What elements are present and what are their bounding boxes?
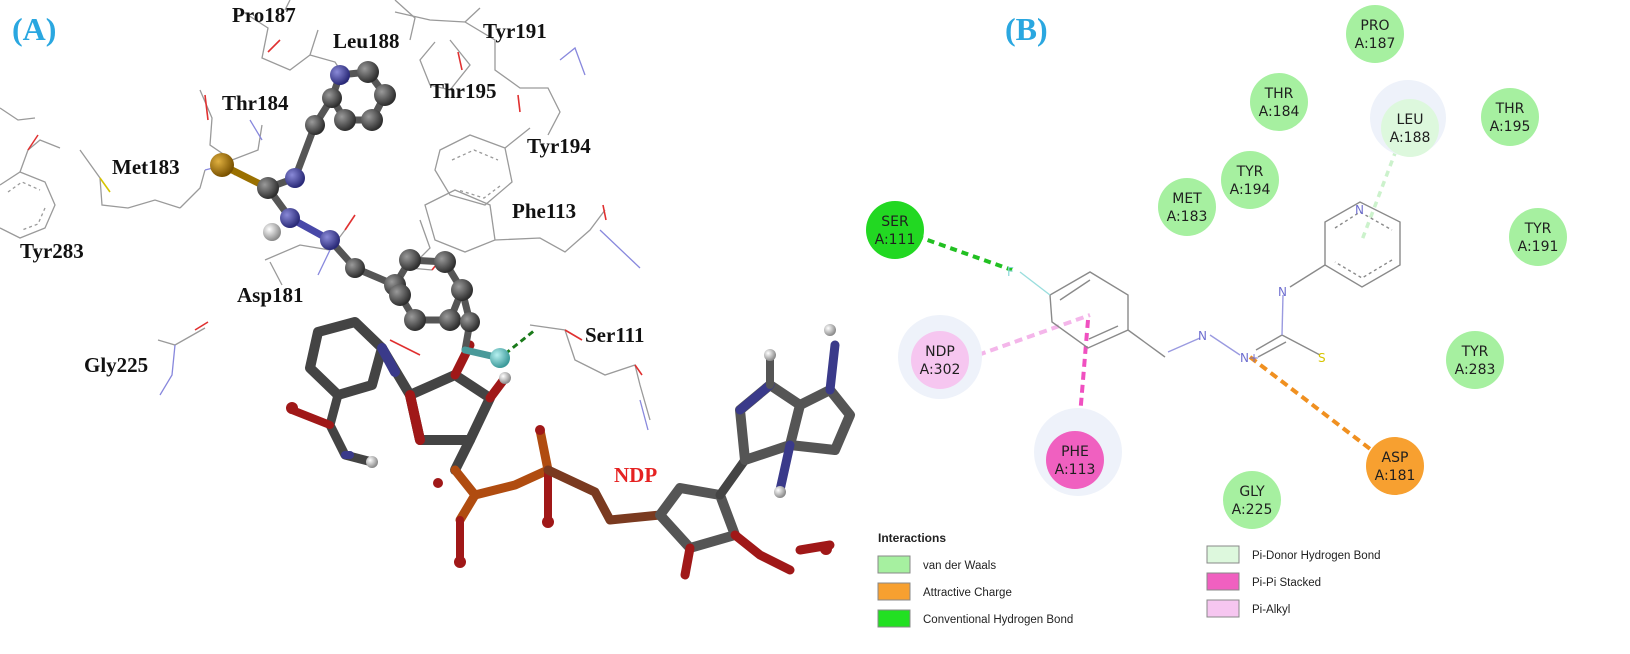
label-leu188: Leu188 xyxy=(333,29,400,53)
res-name-gly225: GLY xyxy=(1239,484,1265,500)
legend-title: Interactions xyxy=(878,531,946,545)
residue-disc-thr195: THR A:195 xyxy=(1481,88,1539,146)
legend-item-pi-donor-hbond: Pi-Donor Hydrogen Bond xyxy=(1206,545,1381,564)
label-met183: Met183 xyxy=(112,155,180,179)
res-id-tyr191: A:191 xyxy=(1518,239,1559,255)
label-ser111: Ser111 xyxy=(585,323,645,347)
residue-disc-tyr191: TYR A:191 xyxy=(1509,208,1567,266)
legend-swatch xyxy=(1206,599,1240,618)
panel-a-letter: (A) xyxy=(12,11,56,47)
legend-label: Pi-Pi Stacked xyxy=(1252,577,1321,589)
res-id-ndp302: A:302 xyxy=(920,362,961,378)
residue-disc-phe113: PHE A:113 xyxy=(1046,431,1104,489)
res-name-asp181: ASP xyxy=(1382,450,1409,466)
atom-nitrogen-pyridine: N xyxy=(1355,203,1364,217)
res-name-tyr191: TYR xyxy=(1524,221,1552,237)
label-thr195: Thr195 xyxy=(430,79,497,103)
residue-disc-thr184: THR A:184 xyxy=(1250,73,1308,131)
ligand-atoms xyxy=(210,61,510,368)
res-name-ndp302: NDP xyxy=(925,344,955,360)
res-id-tyr194: A:194 xyxy=(1230,182,1271,198)
ndp-oxygens xyxy=(286,402,832,568)
atom-fluorine: F xyxy=(1007,265,1014,279)
legend-swatch xyxy=(1206,572,1240,591)
res-id-asp181: A:181 xyxy=(1375,468,1416,484)
label-gly225: Gly225 xyxy=(84,353,148,377)
res-name-tyr283: TYR xyxy=(1461,344,1489,360)
legend-item-attractive-charge: Attractive Charge xyxy=(877,582,1012,601)
panel-b: (B) F N xyxy=(866,5,1567,628)
res-id-gly225: A:225 xyxy=(1232,502,1273,518)
legend-item-pi-alkyl: Pi-Alkyl xyxy=(1206,599,1290,618)
label-ndp: NDP xyxy=(614,463,657,487)
atom-nitrogen-2: N xyxy=(1278,285,1287,299)
res-id-thr184: A:184 xyxy=(1259,104,1300,120)
residue-disc-ser111: SER A:111 xyxy=(866,201,924,259)
panel-b-letter: (B) xyxy=(1005,11,1048,47)
res-name-met183: MET xyxy=(1172,191,1202,207)
label-thr184: Thr184 xyxy=(222,91,289,115)
line-ser111-hbond xyxy=(904,230,1013,272)
res-name-pro187: PRO xyxy=(1360,18,1389,34)
line-ndp302-pialkyl xyxy=(977,313,1091,357)
interaction-lines xyxy=(904,139,1402,457)
res-name-thr184: THR xyxy=(1264,86,1294,102)
legend-label: Attractive Charge xyxy=(923,587,1012,599)
label-tyr283: Tyr283 xyxy=(20,239,84,263)
line-leu188-pidonor xyxy=(1360,139,1402,241)
residue-disc-leu188: LEU A:188 xyxy=(1381,99,1439,157)
res-name-ser111: SER xyxy=(881,214,909,230)
line-asp181-charge xyxy=(1248,355,1380,457)
residue-disc-pro187: PRO A:187 xyxy=(1346,5,1404,63)
res-id-ser111: A:111 xyxy=(875,232,916,248)
panel-a: (A) xyxy=(0,0,855,580)
legend-label: Pi-Alkyl xyxy=(1252,604,1290,616)
label-tyr191: Tyr191 xyxy=(483,19,547,43)
protein-wire-residues xyxy=(0,0,651,431)
legend-item-pi-pi-stacked: Pi-Pi Stacked xyxy=(1206,572,1321,591)
res-id-pro187: A:187 xyxy=(1355,36,1396,52)
legend-label: Pi-Donor Hydrogen Bond xyxy=(1252,550,1381,562)
residue-disc-tyr283: TYR A:283 xyxy=(1446,331,1504,389)
res-name-leu188: LEU xyxy=(1397,112,1424,128)
residue-disc-tyr194: TYR A:194 xyxy=(1221,151,1279,209)
legend-item-conventional-hbond: Conventional Hydrogen Bond xyxy=(877,609,1073,628)
res-id-met183: A:183 xyxy=(1167,209,1208,225)
label-phe113: Phe113 xyxy=(512,199,576,223)
legend-swatch xyxy=(877,609,911,628)
res-name-tyr194: TYR xyxy=(1236,164,1264,180)
line-phe113-pistack xyxy=(1076,319,1090,441)
residue-disc-asp181: ASP A:181 xyxy=(1366,437,1424,495)
ligand-2d-atoms: F N N+ N N S xyxy=(1007,203,1364,365)
residue-disc-met183: MET A:183 xyxy=(1158,178,1216,236)
ndp-cofactor-sticks xyxy=(288,317,855,580)
ligand-2d-structure xyxy=(1019,201,1401,358)
atom-nitrogen-1: N xyxy=(1198,329,1207,343)
atom-sulfur: S xyxy=(1318,351,1326,365)
ndp-hydrogens xyxy=(366,324,836,498)
res-id-tyr283: A:283 xyxy=(1455,362,1496,378)
label-tyr194: Tyr194 xyxy=(527,134,591,158)
res-name-thr195: THR xyxy=(1495,101,1525,117)
res-id-thr195: A:195 xyxy=(1490,119,1531,135)
legend-label: van der Waals xyxy=(923,560,996,572)
legend-item-van-der-waals: van der Waals xyxy=(877,555,996,574)
legend-label: Conventional Hydrogen Bond xyxy=(923,614,1073,626)
residue-halos xyxy=(898,80,1446,496)
res-name-phe113: PHE xyxy=(1061,444,1089,460)
interaction-legend: Interactions van der Waals Attractive Ch… xyxy=(877,531,1381,628)
legend-swatch xyxy=(1206,545,1240,564)
res-id-phe113: A:113 xyxy=(1055,462,1096,478)
residue-disc-gly225: GLY A:225 xyxy=(1223,471,1281,529)
label-asp181: Asp181 xyxy=(237,283,304,307)
legend-swatch xyxy=(877,582,911,601)
hbond-dash-3d xyxy=(504,328,536,356)
label-pro187: Pro187 xyxy=(232,3,296,27)
legend-swatch xyxy=(877,555,911,574)
res-id-leu188: A:188 xyxy=(1390,130,1431,146)
atom-nitrogen-plus: N+ xyxy=(1240,351,1259,365)
residue-disc-ndp302: NDP A:302 xyxy=(911,331,969,389)
